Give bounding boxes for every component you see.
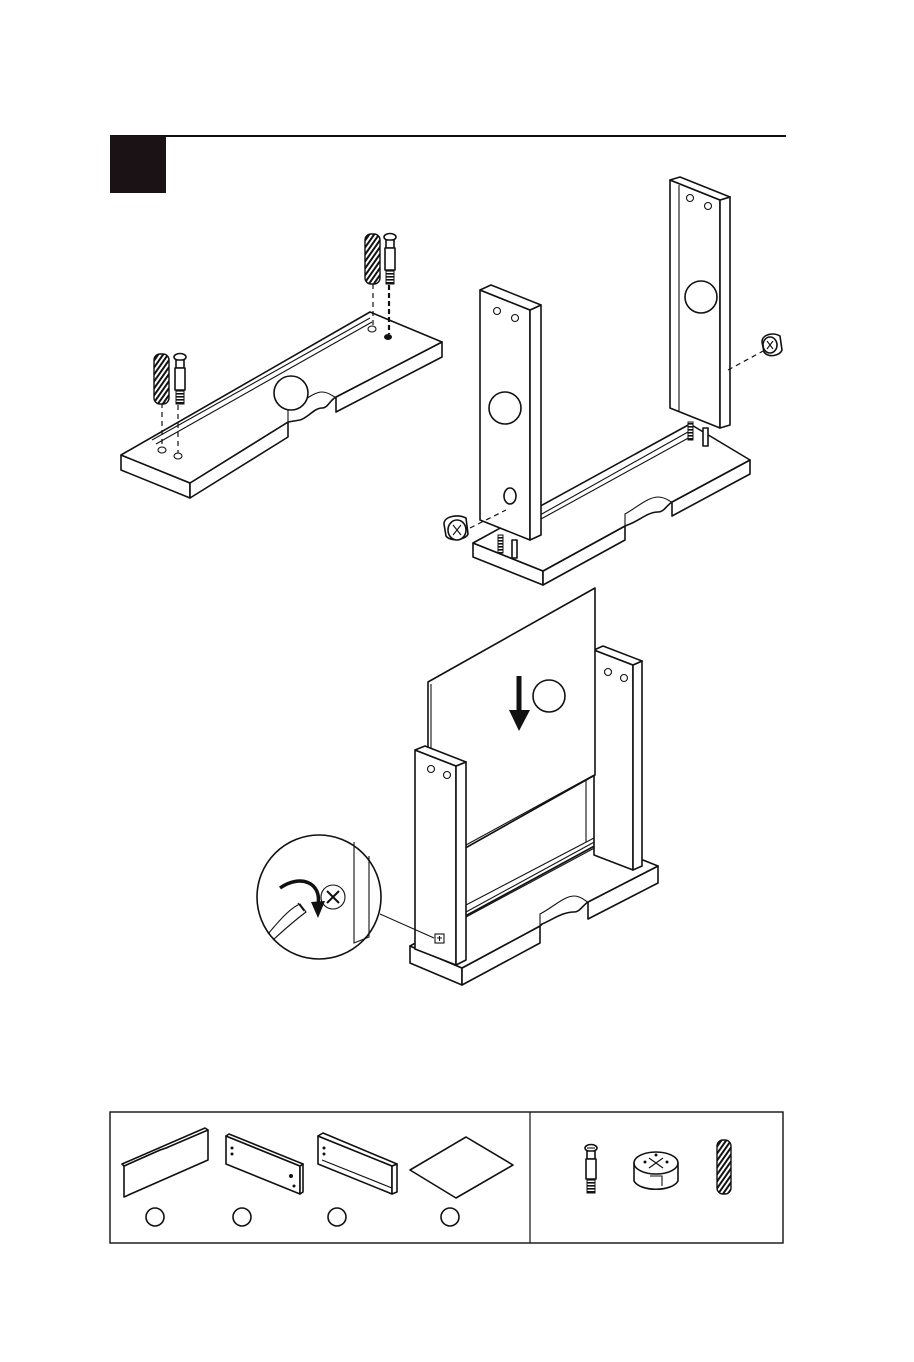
base-panel-figure bbox=[121, 234, 442, 499]
cam-bolt-icon bbox=[384, 234, 396, 285]
cam-lock-icon bbox=[444, 516, 468, 540]
cam-lock-icon bbox=[762, 334, 782, 356]
legend-base-panel bbox=[122, 1128, 208, 1226]
back-panel-figure bbox=[257, 588, 658, 985]
legend-back-panel bbox=[410, 1137, 513, 1226]
cam-lock-icon bbox=[634, 1152, 678, 1189]
parts-legend bbox=[110, 1112, 783, 1243]
callout-back-panel bbox=[533, 680, 565, 712]
sides-attached-figure bbox=[444, 177, 782, 585]
cam-lock-tighten-detail bbox=[257, 835, 381, 959]
callout-base-panel bbox=[274, 376, 308, 410]
callout-left-side bbox=[489, 392, 521, 424]
legend-side-panel-right bbox=[318, 1133, 397, 1226]
step-number bbox=[110, 136, 166, 193]
cam-bolt-icon bbox=[585, 1145, 597, 1194]
cam-bolt-icon bbox=[174, 354, 186, 405]
wooden-dowel-icon bbox=[365, 234, 380, 284]
wooden-dowel-icon bbox=[154, 354, 169, 404]
wooden-dowel-icon bbox=[717, 1140, 731, 1194]
legend-side-panel-left bbox=[226, 1134, 303, 1226]
callout-right-side bbox=[685, 281, 717, 313]
